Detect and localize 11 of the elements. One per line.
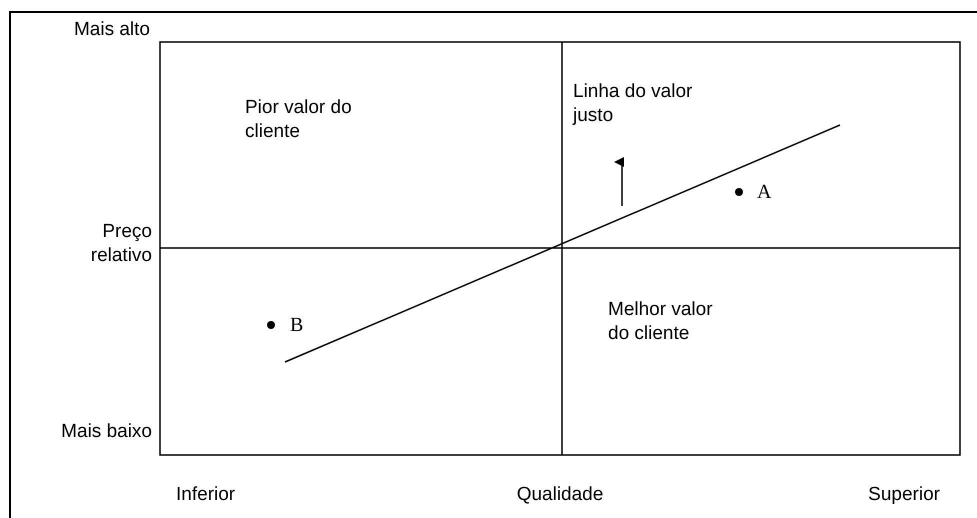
axis-label: Qualidade [516, 484, 604, 505]
axis-label: Mais baixo [61, 421, 152, 442]
point-label: A [757, 181, 772, 203]
axis-label: Superior [868, 484, 940, 505]
point-label: B [290, 314, 304, 336]
quadrant-label: Melhor valor do cliente [608, 299, 713, 344]
axis-label: Preço relativo [90, 221, 152, 266]
axis-label: Mais alto [74, 19, 150, 40]
axis-label: Inferior [176, 484, 236, 505]
quadrant-label: Linha do valor justo [573, 81, 692, 126]
quadrant-label: Pior valor do cliente [245, 97, 352, 142]
